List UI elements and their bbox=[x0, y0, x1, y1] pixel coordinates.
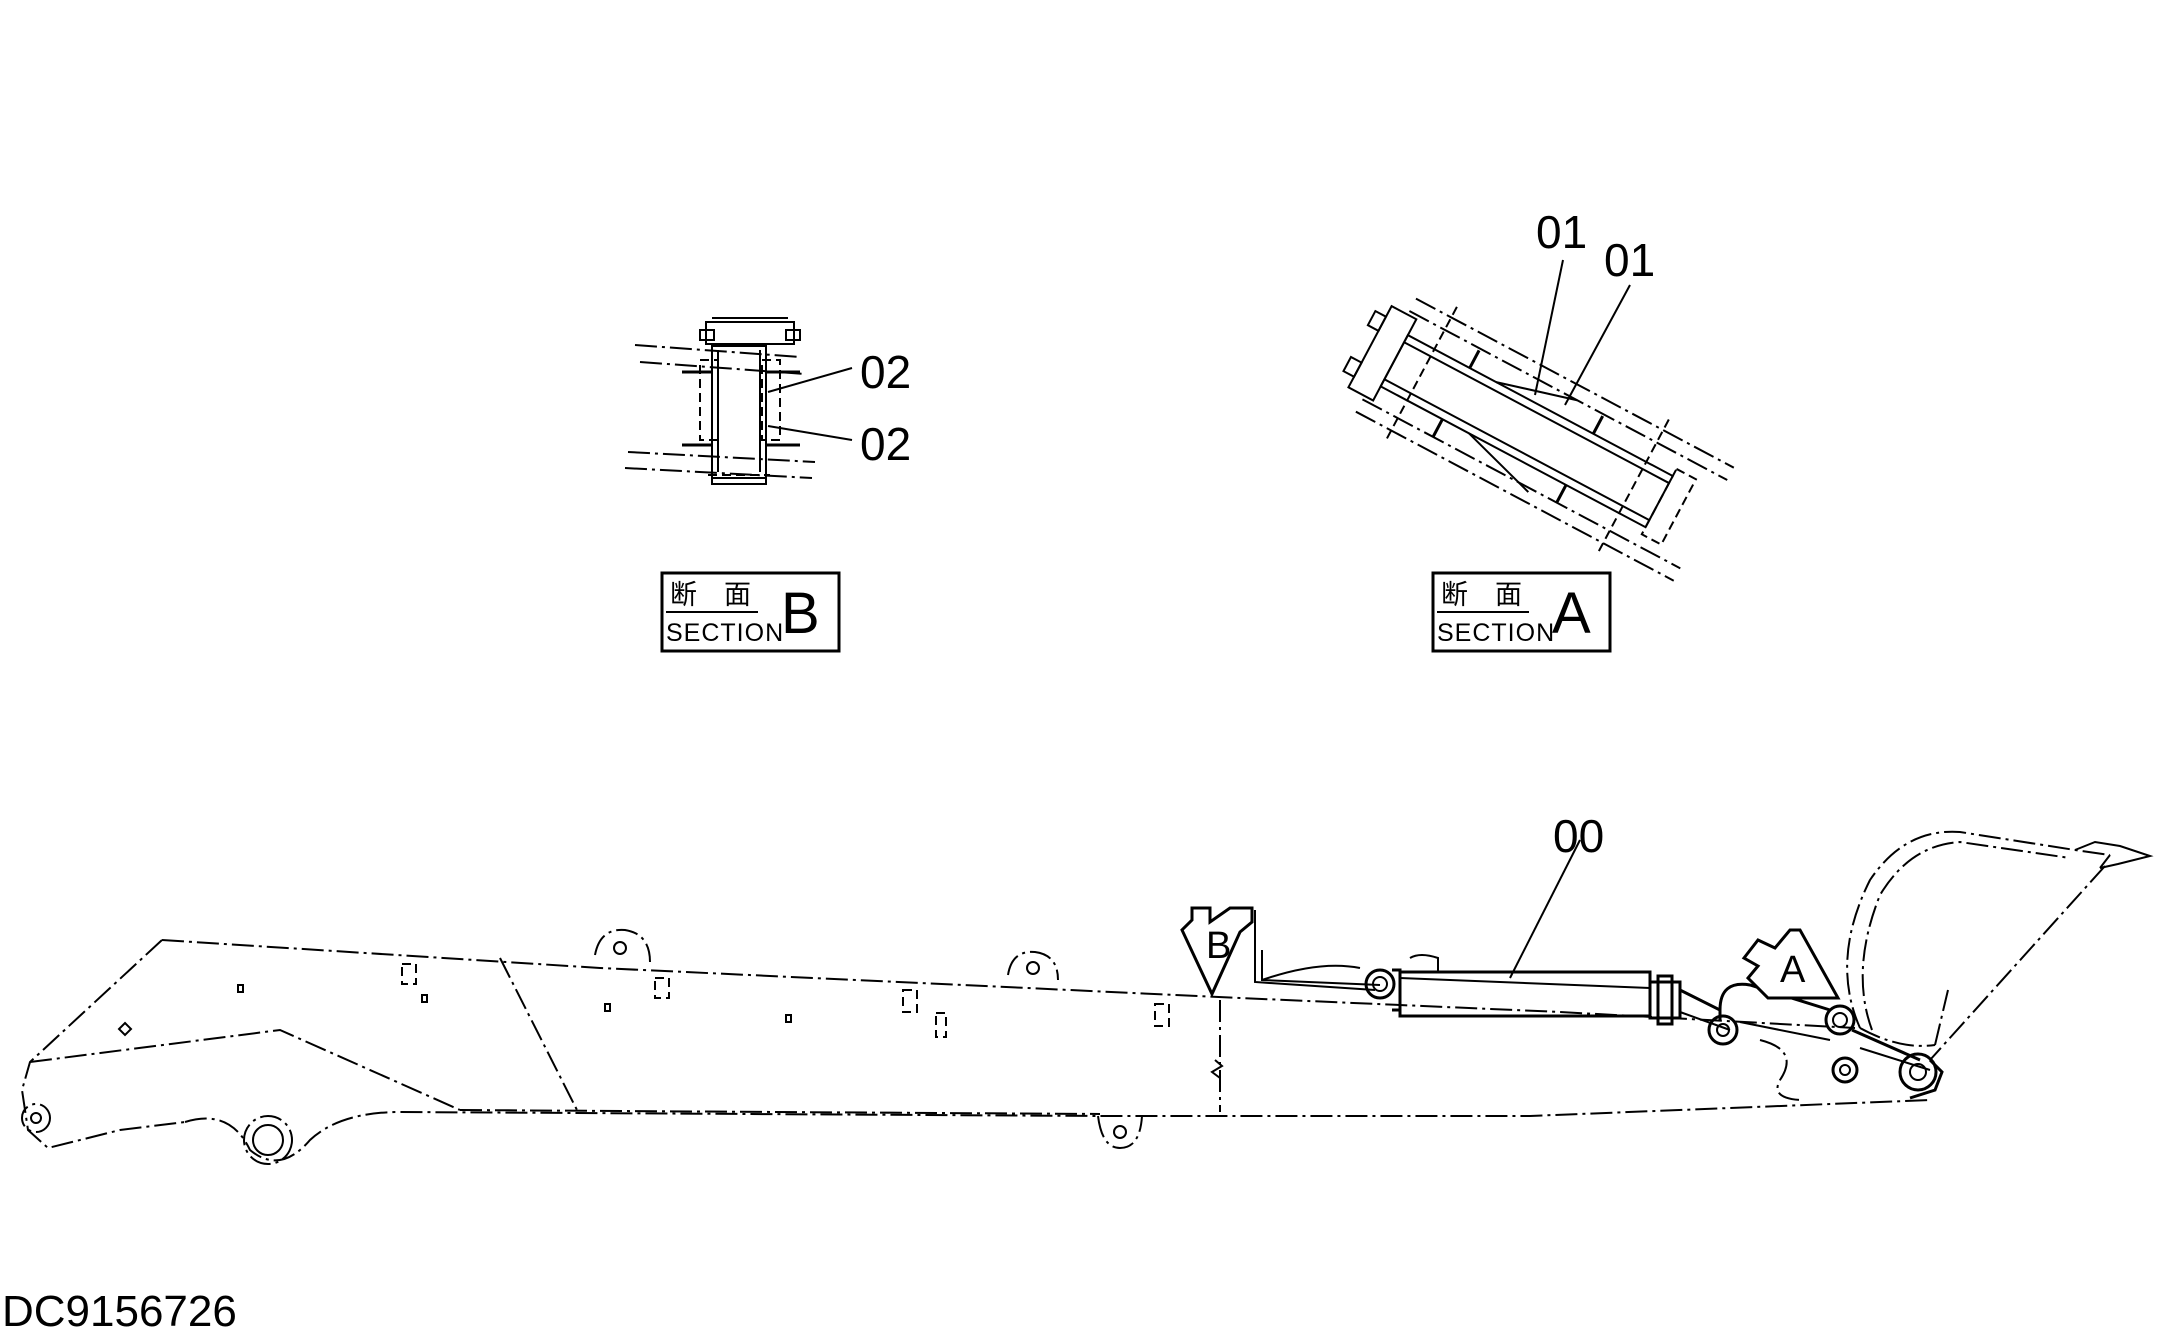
section-a-title-box bbox=[1431, 571, 1612, 653]
section-b-word: SECTION bbox=[666, 619, 784, 647]
view-marker-b bbox=[1180, 906, 1376, 998]
section-a-detail bbox=[1342, 297, 1735, 582]
callout-01-right: 01 bbox=[1604, 234, 1655, 286]
view-marker-b-letter: B bbox=[1206, 925, 1231, 967]
view-marker-a-letter: A bbox=[1780, 949, 1806, 991]
section-a-word: SECTION bbox=[1437, 619, 1555, 647]
arm-assembly bbox=[20, 830, 2154, 1165]
section-a-kanji: 断 面 bbox=[1441, 580, 1522, 610]
section-b-title-box bbox=[660, 571, 841, 653]
callout-01-left: 01 bbox=[1536, 206, 1587, 258]
section-b-kanji: 断 面 bbox=[670, 580, 751, 610]
callout-02-lower: 02 bbox=[860, 418, 911, 470]
section-b-letter: B bbox=[781, 581, 820, 646]
callout-00: 00 bbox=[1553, 810, 1604, 862]
callout-02-upper: 02 bbox=[860, 346, 911, 398]
section-b-detail bbox=[624, 317, 816, 485]
section-a-letter: A bbox=[1552, 581, 1591, 646]
drawing-number: DC9156726 bbox=[2, 1287, 237, 1336]
view-marker-a bbox=[1741, 928, 1841, 1000]
